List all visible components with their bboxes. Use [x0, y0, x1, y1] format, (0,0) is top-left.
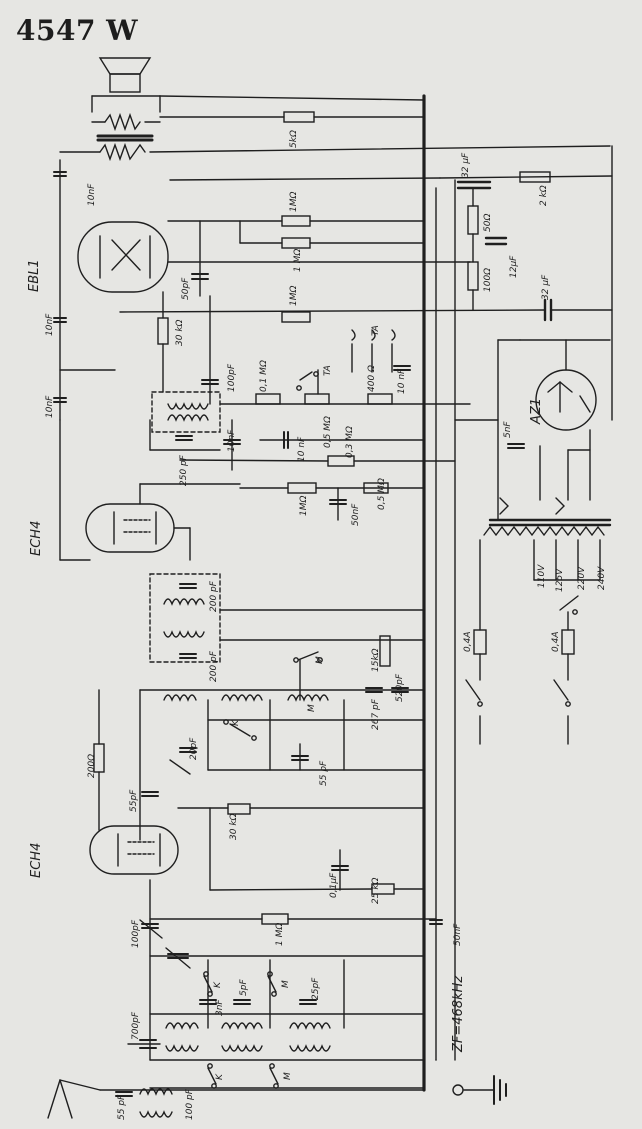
- r-5k-label: 5kΩ: [289, 130, 299, 148]
- r-1m-3-label: 1MΩ: [289, 286, 299, 306]
- c-55pf-c-label: 55 pF: [117, 1094, 127, 1120]
- r-400-label: 400 Ω: [367, 365, 377, 392]
- fuse-a-label: 0,4A: [463, 632, 473, 652]
- r-100-label: 100Ω: [483, 268, 493, 292]
- c-55pf-a-label: 55 pF: [319, 760, 329, 786]
- c-32uf-mid-label: 32 μF: [541, 274, 551, 300]
- c-50nf-b-label: 50nF: [453, 923, 463, 946]
- model-number: 4547 W: [16, 14, 139, 47]
- c-520pf-label: 520pF: [395, 673, 405, 702]
- r-1m-bot-label: 1 MΩ: [275, 923, 285, 946]
- c-50nf-label: 50nF: [351, 503, 361, 526]
- switch-ta-b-label: TA: [371, 325, 381, 336]
- c-700pf-label: 700pF: [131, 1011, 141, 1040]
- tube-ech4-upper-label: ECH4: [29, 521, 44, 556]
- c-250pf-label: 250 pF: [179, 454, 189, 486]
- switch-m1-label: M: [315, 656, 325, 664]
- c-20pf-label: 20pF: [189, 737, 199, 760]
- mains-125v-label: 125V: [555, 568, 565, 592]
- r-15k-label: 15kΩ: [371, 648, 381, 672]
- c-10nf-c-label: 10nF: [45, 395, 55, 418]
- c-3nf-label: 3nF: [215, 999, 225, 1016]
- switch-m3-label: M: [281, 980, 291, 988]
- c-50pf-label: 50pF: [181, 277, 191, 300]
- r-05m-b-label: 0,5 MΩ: [377, 478, 387, 510]
- r-01m-label: 0,1 MΩ: [259, 360, 269, 392]
- switch-k2-label: K: [213, 981, 223, 988]
- switch-m4-label: M: [283, 1072, 293, 1080]
- c-10nf-d-label: 10nF: [227, 429, 237, 452]
- r-05m-pot-label: 0,5 MΩ: [323, 416, 333, 448]
- switch-k3-label: K: [215, 1073, 225, 1080]
- r-30k-bot-label: 30 kΩ: [229, 813, 239, 840]
- c-10nf-f-label: 10 nF: [397, 368, 407, 394]
- r-30k-top-label: 30 kΩ: [175, 319, 185, 346]
- c-25pf-label: 25pF: [311, 977, 321, 1000]
- mains-110v-label: 110V: [537, 564, 547, 588]
- c-200pf-a-label: 200 pF: [209, 580, 219, 612]
- c-100pf-a-label: 100pF: [227, 363, 237, 392]
- c-10nf-b-label: 10nF: [45, 313, 55, 336]
- mains-240v-label: 240V: [597, 566, 607, 590]
- r-1m-lower-label: 1MΩ: [299, 496, 309, 516]
- c-267pf-label: 267 pF: [371, 698, 381, 730]
- c-100pf-c-label: 100 pF: [185, 1088, 195, 1120]
- c-5pf-label: 5pF: [239, 979, 249, 996]
- r-03m-label: 0,3 MΩ: [345, 426, 355, 458]
- switch-m2-label: M: [307, 704, 317, 712]
- c-5nf-label: 5nF: [503, 421, 513, 438]
- r-2k-label: 2 kΩ: [539, 185, 549, 206]
- c-55pf-b-label: 55pF: [129, 789, 139, 812]
- c-10nf-a-label: 10nF: [87, 183, 97, 206]
- switch-ta-a-label: TA: [323, 365, 333, 376]
- tube-ebl1-label: EBL1: [27, 259, 42, 292]
- r-25k-label: 25 kΩ: [371, 877, 381, 904]
- r-1m-top-label: 1MΩ: [289, 192, 299, 212]
- if-frequency-note: ZF=468kHz: [451, 975, 466, 1053]
- switch-k1-label: K: [231, 719, 241, 726]
- r-50-label: 50Ω: [483, 214, 493, 232]
- c-10nf-e-label: 10 nF: [297, 436, 307, 462]
- mains-220v-label: 220V: [577, 566, 587, 590]
- r-1m-2-label: 1 MΩ: [293, 249, 303, 272]
- tube-az1-label: AZ1: [529, 398, 544, 425]
- c-12uf-label: 12μF: [509, 255, 519, 278]
- c-200pf-b-label: 200 pF: [209, 650, 219, 682]
- c-32uf-top-label: 32 μF: [461, 152, 471, 178]
- r-200-label: 200Ω: [87, 754, 97, 778]
- c-100pf-b-label: 100pF: [131, 919, 141, 948]
- tube-ech4-lower-label: ECH4: [29, 843, 44, 878]
- fuse-b-label: 0,4A: [551, 632, 561, 652]
- c-01uf-label: 0,1μF: [329, 872, 339, 898]
